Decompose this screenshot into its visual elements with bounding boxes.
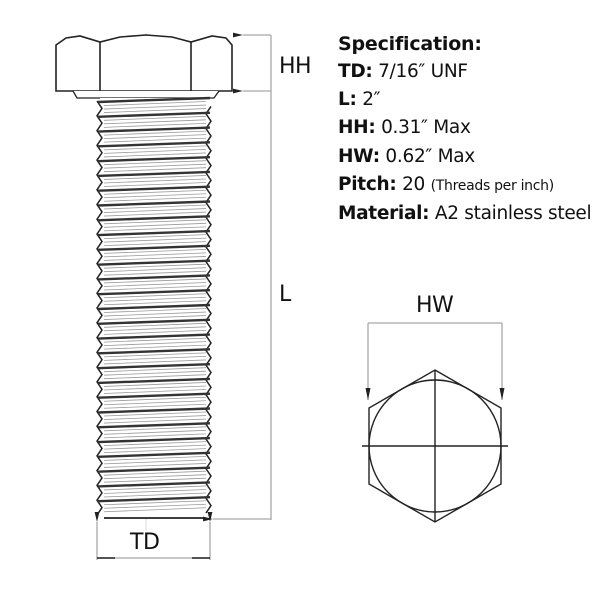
hh-label: HH <box>279 54 312 79</box>
spec-row-td: TD: 7/16″ UNF <box>338 58 600 86</box>
l-label: L <box>279 282 291 307</box>
hex-end-view <box>362 369 508 523</box>
bolt-head <box>55 34 233 99</box>
hw-label: HW <box>416 293 454 318</box>
spec-value: 20 <box>402 173 426 195</box>
bolt-threads <box>96 96 212 516</box>
specification-title: Specification: <box>338 33 482 55</box>
spec-note: (Threads per inch) <box>430 177 555 194</box>
dimension-lines-end <box>365 322 505 400</box>
spec-value: 0.62″ Max <box>385 145 475 167</box>
spec-value: A2 stainless steel <box>434 203 592 225</box>
spec-key: Pitch: <box>338 173 397 195</box>
spec-value: 7/16″ UNF <box>378 61 468 82</box>
spec-key: Material: <box>338 203 430 225</box>
spec-key: L: <box>338 89 357 111</box>
bolt-side-view <box>55 33 233 530</box>
spec-value: 0.31″ Max <box>381 117 471 139</box>
spec-key: TD: <box>338 61 373 82</box>
specification-panel: Specification: TD: 7/16″ UNF L: 2″ HH: 0… <box>338 30 600 228</box>
spec-row-material: Material: A2 stainless steel <box>338 200 600 228</box>
spec-row-l: L: 2″ <box>338 86 600 114</box>
dimension-lines-side <box>94 32 272 560</box>
spec-row-pitch: Pitch: 20 (Threads per inch) <box>338 171 600 200</box>
spec-row-hh: HH: 0.31″ Max <box>338 114 600 142</box>
spec-key: HH: <box>338 117 376 139</box>
spec-value: 2″ <box>362 89 381 111</box>
spec-row-hw: HW: 0.62″ Max <box>338 143 600 171</box>
td-label: TD <box>130 530 160 555</box>
spec-key: HW: <box>338 145 380 167</box>
